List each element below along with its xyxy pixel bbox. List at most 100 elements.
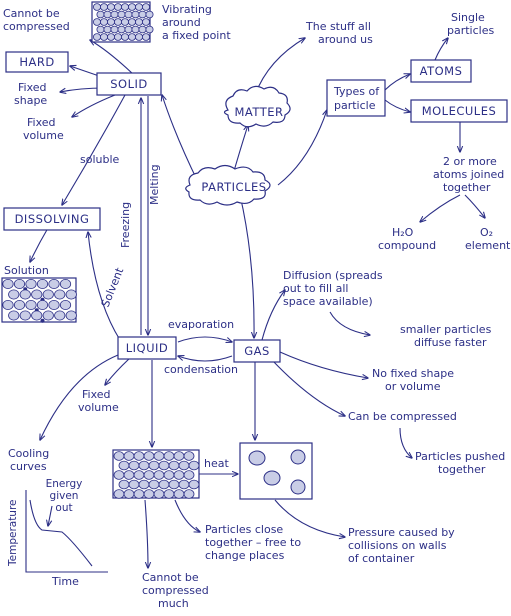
cannot-compress-much-2: compressed [142,584,209,597]
particle [8,289,20,300]
condensation-label: condensation [164,363,238,376]
single-particles-2: particles [447,24,494,37]
particle [141,3,150,11]
particle [117,25,126,34]
particle [143,451,155,461]
particle [134,33,143,41]
solution-label: Solution [4,264,49,277]
particle [2,278,14,289]
particle [113,451,125,461]
particle [48,299,60,310]
fixed-volume-liquid-2: volume [78,401,119,414]
particle [134,3,143,11]
particle [163,451,175,461]
particle [121,33,130,41]
particle [188,460,200,471]
particle [141,18,150,26]
particle [36,299,49,310]
cannot-compress-top-1: Cannot be [3,7,60,20]
node-gas: GAS [233,339,281,363]
particle [158,479,170,490]
gas-particles-box [239,442,313,500]
particle [121,18,130,26]
temperature-label: Temperature [7,499,19,567]
melting-label: Melting [148,164,161,205]
cooling-curve-graph: Temperature Time Energy given out [7,478,108,588]
freezing-label: Freezing [119,202,132,248]
particle [173,470,185,480]
particle [93,33,102,41]
particle [124,10,133,19]
particle [134,18,143,26]
particle [143,470,155,480]
particle [138,460,150,471]
smaller-particles-1: smaller particles [400,323,492,336]
particle [42,310,54,321]
particle [128,460,140,471]
solution-particles-box [1,277,77,323]
particle [128,479,140,490]
particle [54,310,66,321]
cannot-compress-much-1: Cannot be [142,571,199,584]
particle [19,289,31,300]
particle [138,479,150,490]
particle [2,299,14,310]
energy-line-3: out [55,502,72,514]
energy-line-2: given [50,490,79,502]
particle [117,10,126,19]
particle [183,470,195,480]
node-matter: MATTER [223,85,291,128]
node-particles: PARTICLES [185,164,271,206]
stuff-around-1: The stuff all [305,20,371,33]
particle [59,299,72,310]
diffusion-1: Diffusion (spreads [283,269,383,282]
particle [163,470,175,480]
particle [114,18,123,26]
vibrating-2: around [162,16,201,29]
particle [168,479,180,490]
fixed-shape-2: shape [14,94,47,107]
no-fixed-shape-1: No fixed shape [372,367,454,380]
particle [148,460,160,471]
particles-close-2: together – free to [205,536,301,549]
particles-pushed-2: together [438,463,486,476]
node-molecules: MOLECULES [410,99,508,123]
node-solid: SOLID [96,72,162,96]
vibrating-1: Vibrating [162,3,212,16]
types-line-2: particle [334,99,376,112]
node-types-of-particle: Types of particle [326,79,386,117]
particle [183,489,195,499]
liquid-particles-box [112,449,200,499]
particle [127,33,136,41]
h2o-label: H₂O [392,226,414,239]
node-liquid: LIQUID [117,336,177,360]
particle [123,470,135,480]
particle [138,25,147,34]
particle [148,479,160,490]
cooling-curves-1: Cooling [8,447,49,460]
particle [19,310,31,321]
particle [127,3,136,11]
particle [36,278,49,289]
particle [168,460,180,471]
particle [123,451,135,461]
particle [65,310,77,321]
smaller-particles-2: diffuse faster [414,336,487,349]
particle [100,18,109,26]
fixed-volume-solid-2: volume [23,129,64,142]
particle [133,451,145,461]
particle [143,489,155,499]
evaporation-label: evaporation [168,318,234,331]
particle [121,3,130,11]
particle [183,451,195,461]
particle [93,3,102,11]
particle [141,33,150,41]
node-hard-label: HARD [19,55,54,69]
atoms-joined-2: atoms joined [433,168,504,181]
cooling-curves-2: curves [10,460,47,473]
fixed-volume-liquid-1: Fixed [82,388,111,401]
particle [127,18,136,26]
fixed-shape-1: Fixed [18,81,47,94]
atoms-joined-1: 2 or more [443,155,497,168]
